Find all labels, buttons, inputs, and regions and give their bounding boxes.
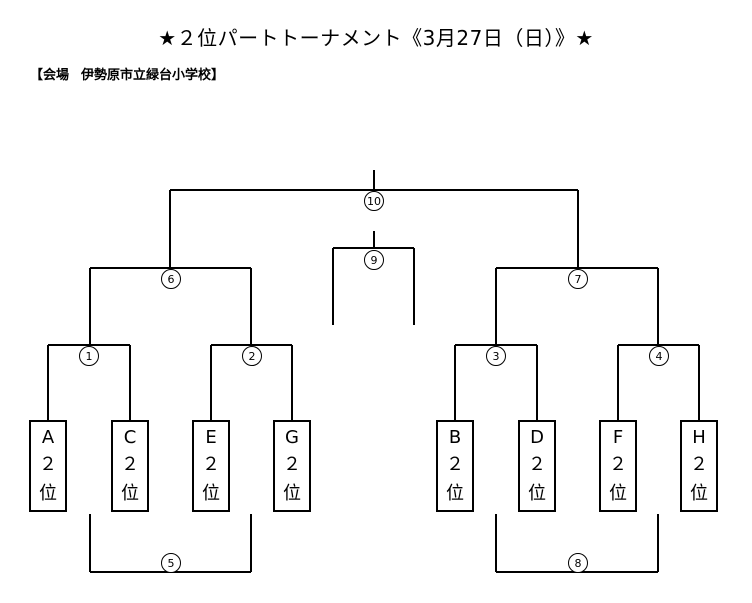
team-box-f: F ２ 位 xyxy=(599,420,637,512)
team-rank: ２ xyxy=(283,454,301,476)
match-number-9: 9 xyxy=(364,250,384,270)
team-letter: A xyxy=(41,427,55,449)
team-letter: F xyxy=(612,427,624,449)
venue-name: 伊勢原市立緑台小学校】 xyxy=(81,68,225,83)
match-number-5: 5 xyxy=(161,553,181,573)
venue-line: 【会場伊勢原市立緑台小学校】 xyxy=(30,64,236,83)
team-box-b: B ２ 位 xyxy=(436,420,474,512)
team-suffix: 位 xyxy=(690,482,708,504)
team-box-e: E ２ 位 xyxy=(192,420,230,512)
team-box-d: D ２ 位 xyxy=(518,420,556,512)
team-letter: D xyxy=(530,427,544,449)
team-suffix: 位 xyxy=(609,482,627,504)
team-rank: ２ xyxy=(690,454,708,476)
match-number-4: 4 xyxy=(649,346,669,366)
team-rank: ２ xyxy=(528,454,546,476)
team-suffix: 位 xyxy=(446,482,464,504)
match-number-6: 6 xyxy=(161,269,181,289)
match-number-2: 2 xyxy=(242,346,262,366)
match-number-10: 10 xyxy=(364,191,384,211)
match-number-8: 8 xyxy=(568,553,588,573)
team-box-h: H ２ 位 xyxy=(680,420,718,512)
team-suffix: 位 xyxy=(283,482,301,504)
team-rank: ２ xyxy=(39,454,57,476)
team-letter: E xyxy=(205,427,217,449)
team-letter: B xyxy=(448,427,462,449)
match-number-3: 3 xyxy=(486,346,506,366)
team-rank: ２ xyxy=(609,454,627,476)
team-rank: ２ xyxy=(446,454,464,476)
match-number-1: 1 xyxy=(79,346,99,366)
match-number-7: 7 xyxy=(568,269,588,289)
venue-label: 【会場 xyxy=(30,68,70,83)
team-suffix: 位 xyxy=(121,482,139,504)
team-rank: ２ xyxy=(121,454,139,476)
team-letter: G xyxy=(285,427,299,449)
team-rank: ２ xyxy=(202,454,220,476)
team-box-g: G ２ 位 xyxy=(273,420,311,512)
team-suffix: 位 xyxy=(39,482,57,504)
team-suffix: 位 xyxy=(202,482,220,504)
team-box-a: A ２ 位 xyxy=(29,420,67,512)
page-title: ★２位パートトーナメント《3月27日（日）》★ xyxy=(158,26,594,50)
team-box-c: C ２ 位 xyxy=(111,420,149,512)
team-letter: C xyxy=(123,427,137,449)
team-suffix: 位 xyxy=(528,482,546,504)
team-letter: H xyxy=(692,427,706,449)
